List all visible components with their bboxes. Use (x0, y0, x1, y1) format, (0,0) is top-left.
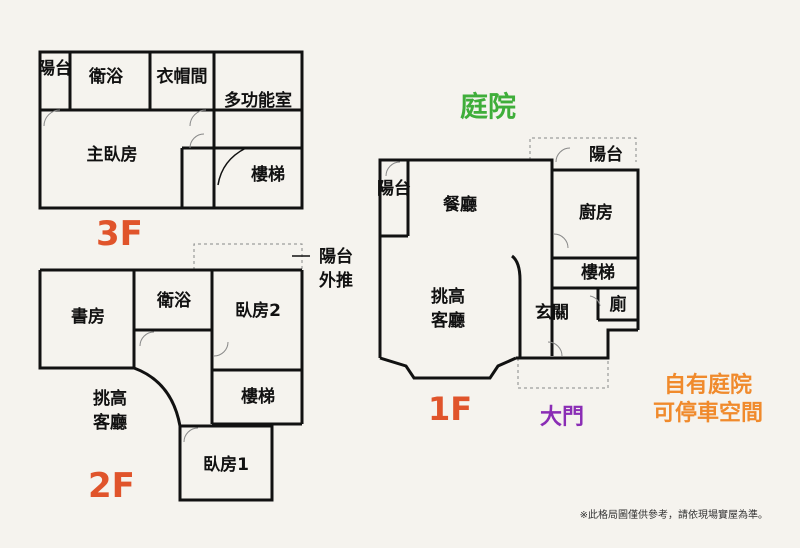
1f-door-5 (589, 295, 601, 307)
2f-door-2 (213, 341, 229, 357)
gate-label: 大門 (540, 405, 584, 430)
1f-door-3 (547, 341, 563, 357)
1f-doors (385, 147, 601, 357)
1f-room-balcony-left: 陽台 (377, 178, 411, 199)
1f-kitchen-outline (552, 168, 640, 330)
2f-dashed-balcony (193, 243, 303, 270)
2f-room-highliving-1: 挑高 (93, 388, 127, 409)
2f-curved-wall (133, 366, 182, 427)
1f-dashed-areas (517, 137, 637, 389)
1f-gate-dashed (517, 358, 609, 389)
3f-rooms: 陽台 衛浴 衣帽間 多功能室 主臥房 樓梯 (38, 58, 292, 185)
1f-door-1 (555, 147, 571, 163)
2f-room-balcony-out-2: 外推 (319, 270, 353, 291)
2f-door-3 (183, 427, 199, 443)
2f-balcony-dashed-outline (193, 243, 303, 270)
1f-room-dining: 餐廳 (443, 194, 477, 215)
3f-door-1 (43, 109, 61, 127)
2f-bedroom1-outline (178, 424, 274, 502)
floor-2f (38, 268, 304, 502)
1f-door-2 (385, 161, 401, 177)
floor-1f (378, 158, 640, 380)
floor-label-1f: 1F (428, 390, 472, 428)
parking-label-1: 自有庭院 (664, 372, 752, 398)
1f-foyer-bottom (516, 328, 638, 360)
1f-room-toilet: 廁 (610, 294, 627, 315)
2f-doors (139, 331, 229, 443)
2f-room-balcony-out-1: 陽台 (319, 246, 353, 267)
3f-room-stairs: 樓梯 (251, 164, 285, 185)
3f-room-multi: 多功能室 (224, 90, 292, 111)
disclaimer-text: ※此格局圖僅供參考，請依現場實屋為準。 (580, 508, 768, 521)
3f-room-closet: 衣帽間 (157, 66, 208, 87)
floor-label-3f: 3F (96, 214, 143, 254)
1f-room-kitchen: 廚房 (579, 202, 613, 223)
parking-label-2: 可停車空間 (653, 400, 763, 426)
1f-bay-window (379, 356, 517, 380)
1f-room-balcony-top: 陽台 (589, 144, 623, 165)
garden-label: 庭院 (460, 90, 516, 123)
2f-room-bath: 衛浴 (156, 290, 192, 311)
1f-room-highliving-2: 客廳 (430, 310, 465, 331)
3f-room-master: 主臥房 (87, 144, 138, 165)
3f-doors (43, 109, 207, 149)
floor-label-2f: 2F (88, 466, 135, 506)
1f-curved-divider (511, 254, 522, 358)
floor-3f (38, 50, 304, 210)
1f-room-foyer: 玄關 (535, 302, 569, 323)
1f-room-stairs: 樓梯 (581, 262, 615, 283)
3f-stair-curve (217, 147, 247, 186)
2f-room-highliving-2: 客廳 (92, 412, 127, 433)
2f-room-stairs: 樓梯 (241, 386, 275, 407)
1f-door-4 (553, 233, 569, 249)
2f-door-1 (139, 331, 155, 347)
3f-room-balcony-1: 陽台 (38, 58, 72, 79)
1f-room-highliving-1: 挑高 (431, 286, 465, 307)
2f-rooms: 書房 衛浴 臥房2 樓梯 挑高 客廳 臥房1 陽台 外推 (71, 246, 353, 475)
2f-room-study: 書房 (71, 306, 105, 327)
2f-room-bedroom2: 臥房2 (235, 300, 281, 321)
2f-study-outline-left (38, 270, 134, 370)
1f-rooms: 陽台 餐廳 挑高 客廳 廚房 樓梯 玄關 廁 陽台 (377, 144, 627, 331)
2f-room-bedroom1: 臥房1 (203, 454, 249, 475)
1f-balcony-dashed (529, 137, 637, 162)
3f-outline (38, 50, 304, 210)
3f-door-3 (189, 133, 205, 149)
3f-door-2 (189, 109, 207, 127)
3f-room-bath: 衛浴 (88, 66, 124, 87)
